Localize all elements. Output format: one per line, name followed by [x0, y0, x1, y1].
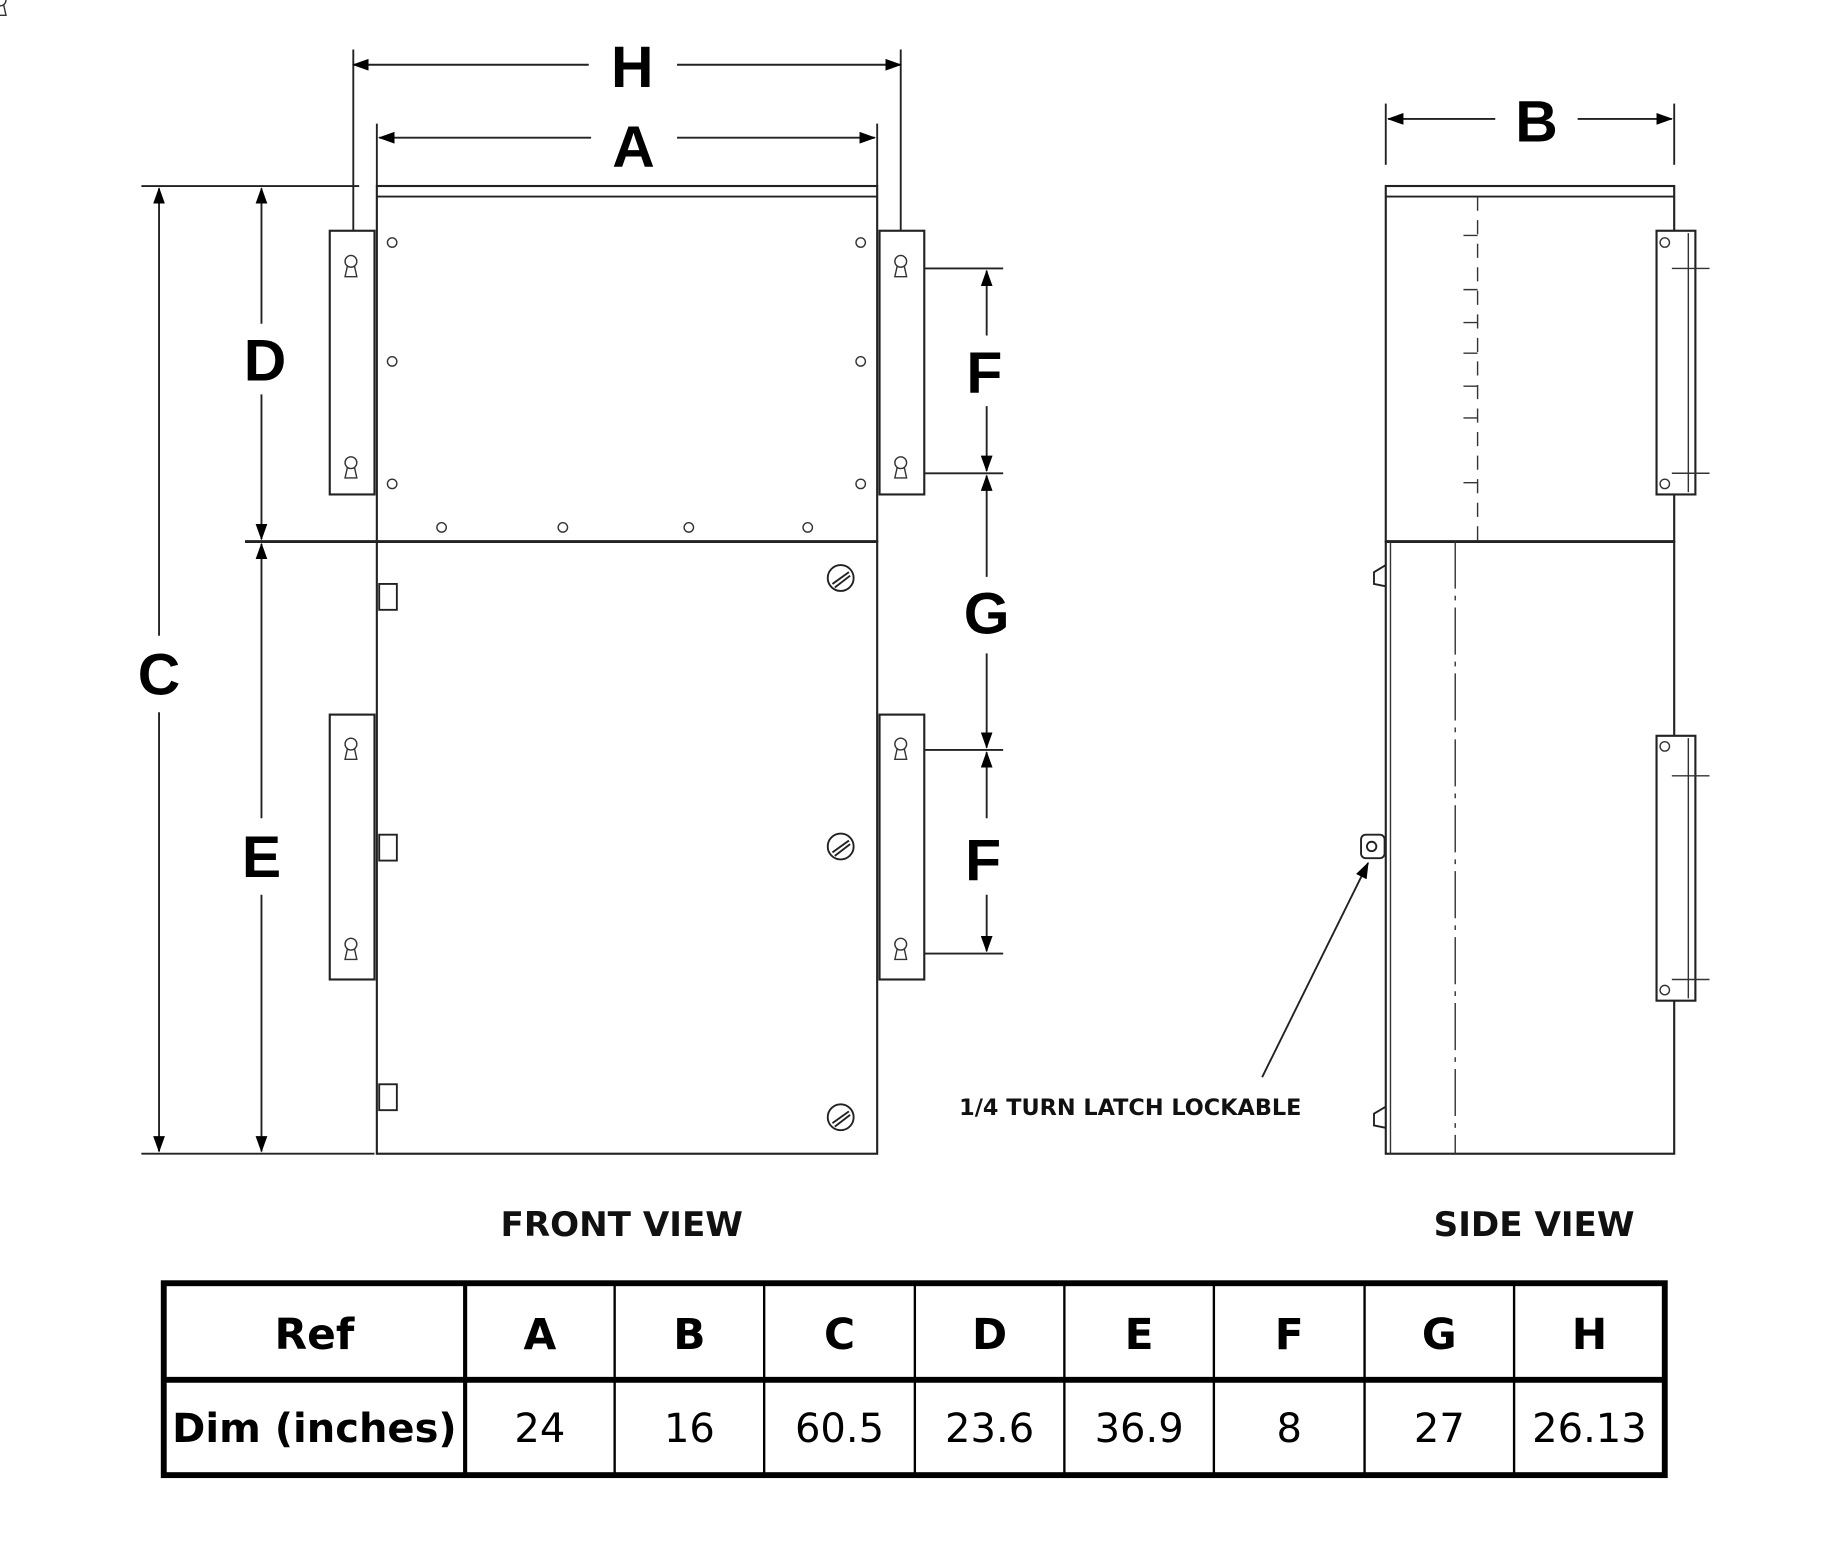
hinge-icons: [378, 582, 398, 1112]
table-dim-cell: 60.5: [795, 1406, 884, 1452]
dimension-b: [1384, 103, 1676, 165]
table-ref-cell: G: [1422, 1310, 1457, 1359]
table-ref-cell: E: [1125, 1310, 1154, 1359]
latch-icon: [1360, 833, 1386, 860]
side-view: B 1/4 TURN LATCH LOCKABLE SIDE VIEW: [959, 89, 1710, 1245]
side-view-label: SIDE VIEW: [1434, 1205, 1635, 1245]
table-ref-cell: B: [673, 1310, 705, 1359]
table-dim-cell: 27: [1414, 1406, 1465, 1452]
latch-annotation: 1/4 TURN LATCH LOCKABLE: [959, 1095, 1301, 1121]
front-view: H A C D E F G F FRONT VIEW: [0, 0, 1010, 1245]
table-dim-cell: 26.13: [1532, 1406, 1647, 1452]
screw-icons: [386, 237, 867, 533]
dim-label-a: A: [612, 115, 655, 180]
table-dim-cell: 23.6: [945, 1406, 1034, 1452]
latch-icons: [826, 564, 855, 1132]
dimension-lines: [141, 49, 1004, 1155]
upper-enclosure: [375, 184, 879, 543]
table-dim-cell: 36.9: [1095, 1406, 1184, 1452]
dimension-table: Ref Dim (inches) A 24 B 16 C 60.5 D 23.6 E 36.9 F 8…: [160, 1280, 1668, 1479]
side-brackets: [1655, 229, 1710, 1002]
dim-label-b: B: [1515, 89, 1558, 154]
dim-label-f-lower: F: [965, 829, 1001, 894]
table-dim-cell: 16: [664, 1406, 715, 1452]
table-ref-cell: H: [1572, 1310, 1607, 1359]
front-view-label: FRONT VIEW: [501, 1205, 743, 1245]
dim-label-h: H: [611, 35, 654, 100]
table-ref-cell: F: [1275, 1310, 1304, 1359]
table-row-label: Dim (inches): [172, 1406, 457, 1452]
hinge-pin-icons: [1463, 234, 1478, 484]
dim-label-c: C: [138, 643, 181, 708]
table-header-ref: Ref: [275, 1310, 355, 1359]
dim-label-d: D: [244, 328, 287, 393]
dim-label-g: G: [964, 581, 1010, 646]
table-ref-cell: C: [824, 1310, 855, 1359]
keyhole-icons: [0, 0, 908, 961]
table-ref-cell: D: [972, 1310, 1007, 1359]
table-dim-cell: 8: [1276, 1406, 1301, 1452]
dim-label-f-upper: F: [966, 341, 1002, 406]
table-ref-cell: A: [523, 1310, 556, 1359]
table-dim-cell: 24: [514, 1406, 565, 1452]
mounting-brackets: [328, 229, 926, 981]
latch-leader-arrow: [1261, 861, 1369, 1078]
dim-label-e: E: [242, 825, 281, 890]
side-hinge-icons: [1373, 564, 1387, 1129]
lower-enclosure: [375, 540, 879, 1155]
